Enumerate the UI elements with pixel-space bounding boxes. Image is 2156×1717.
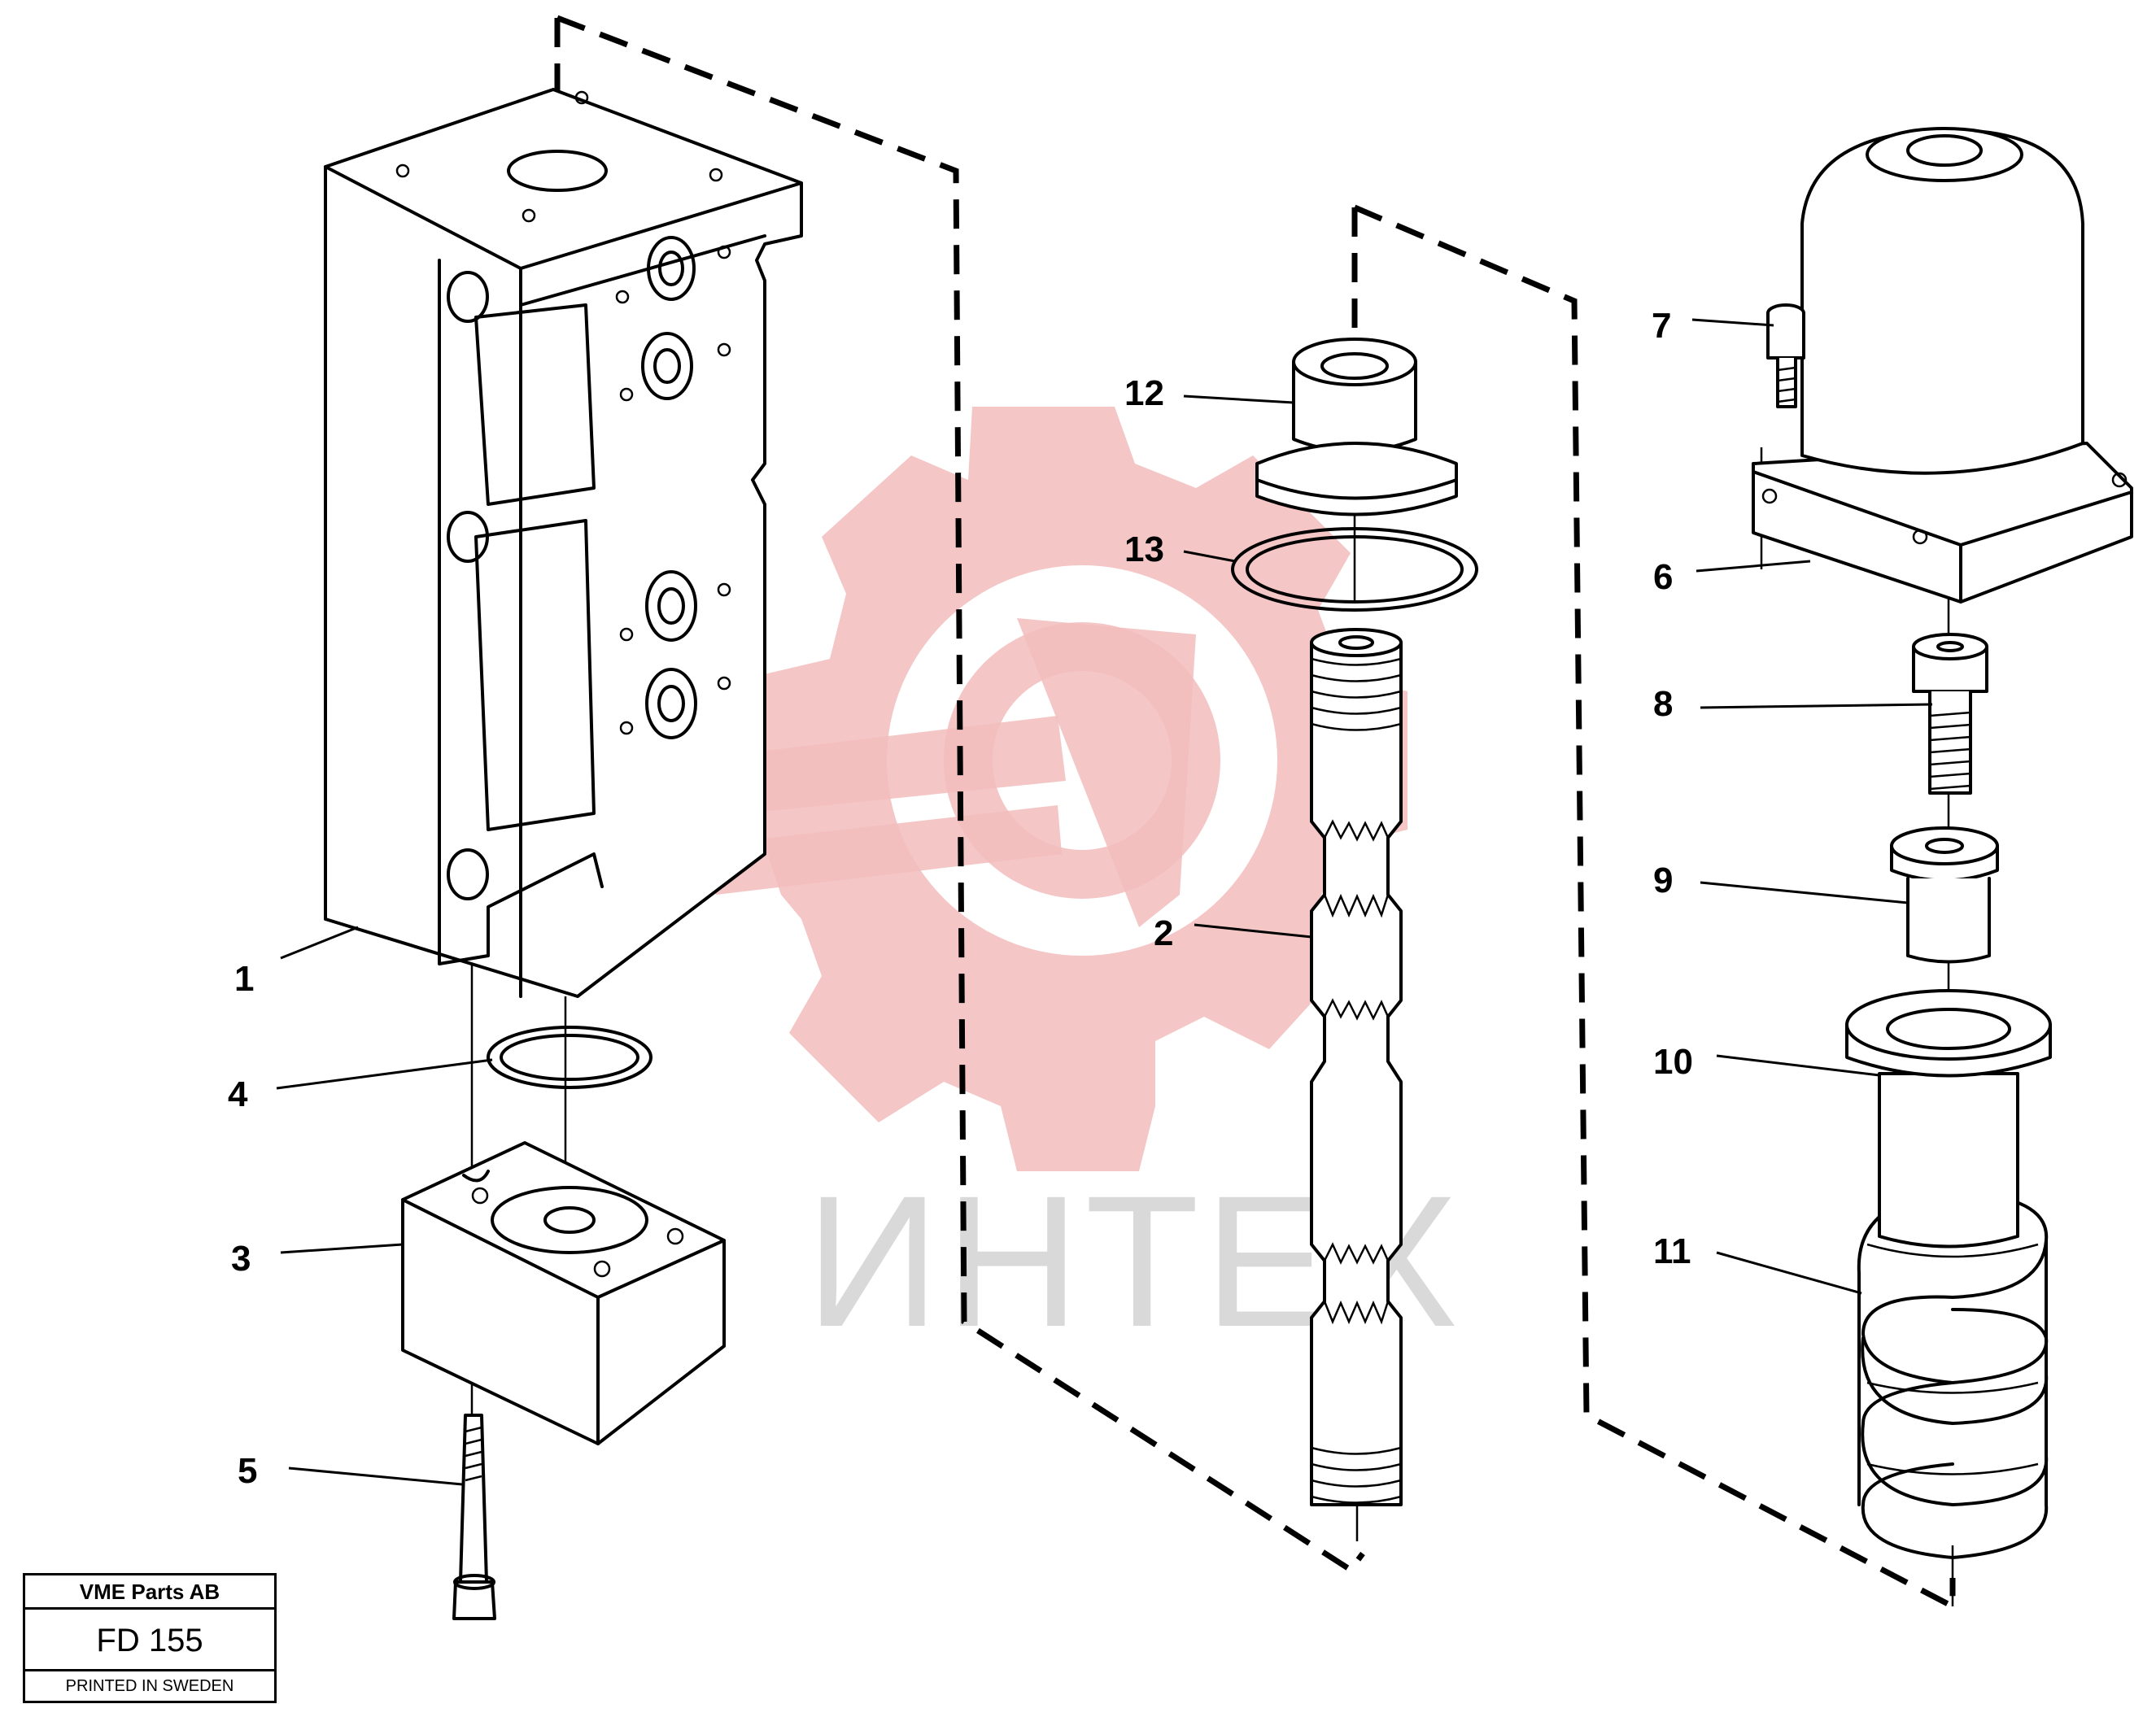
- callout-9: 9: [1653, 861, 1673, 900]
- callout-7: 7: [1652, 306, 1671, 346]
- callout-4: 4: [228, 1074, 248, 1114]
- callout-11: 11: [1653, 1231, 1691, 1271]
- callout-1: 1: [234, 959, 254, 999]
- part-12-spool-cap: [1255, 338, 1458, 516]
- part-8-socket-bolt: [1912, 633, 1988, 795]
- print-note: PRINTED IN SWEDEN: [65, 1677, 234, 1695]
- part-1-valve-housing: [324, 88, 803, 998]
- part-7-small-bolt: [1766, 303, 1805, 408]
- callout-10: 10: [1653, 1042, 1693, 1082]
- part-2-spool: [1310, 628, 1403, 1506]
- part-4-o-ring: [487, 1026, 652, 1089]
- part-9-spacer-sleeve: [1890, 826, 1999, 964]
- company-name: VME Parts AB: [25, 1575, 274, 1610]
- part-13-o-ring: [1231, 527, 1478, 612]
- callout-2: 2: [1154, 913, 1173, 953]
- part-5-long-bolt: [452, 1414, 496, 1620]
- callout-12: 12: [1124, 373, 1164, 413]
- callout-5: 5: [238, 1451, 257, 1491]
- callout-6: 6: [1653, 557, 1673, 597]
- drawing-code: FD 155: [25, 1610, 274, 1671]
- leader-lines: [276, 318, 1933, 1486]
- assembly-frame-middle: [1351, 204, 1956, 1611]
- callout-8: 8: [1653, 684, 1673, 724]
- part-3-flange-block: [401, 1141, 726, 1445]
- title-block: VME Parts AB FD 155 PRINTED IN SWEDEN: [23, 1573, 277, 1703]
- watermark-logo: [651, 407, 1408, 1171]
- callout-3: 3: [231, 1239, 251, 1279]
- part-10-spring-seat: [1845, 989, 2052, 1249]
- part-6-spring-cover: [1752, 127, 2133, 604]
- callout-13: 13: [1124, 529, 1164, 569]
- assembly-frame-left: [554, 15, 1365, 1574]
